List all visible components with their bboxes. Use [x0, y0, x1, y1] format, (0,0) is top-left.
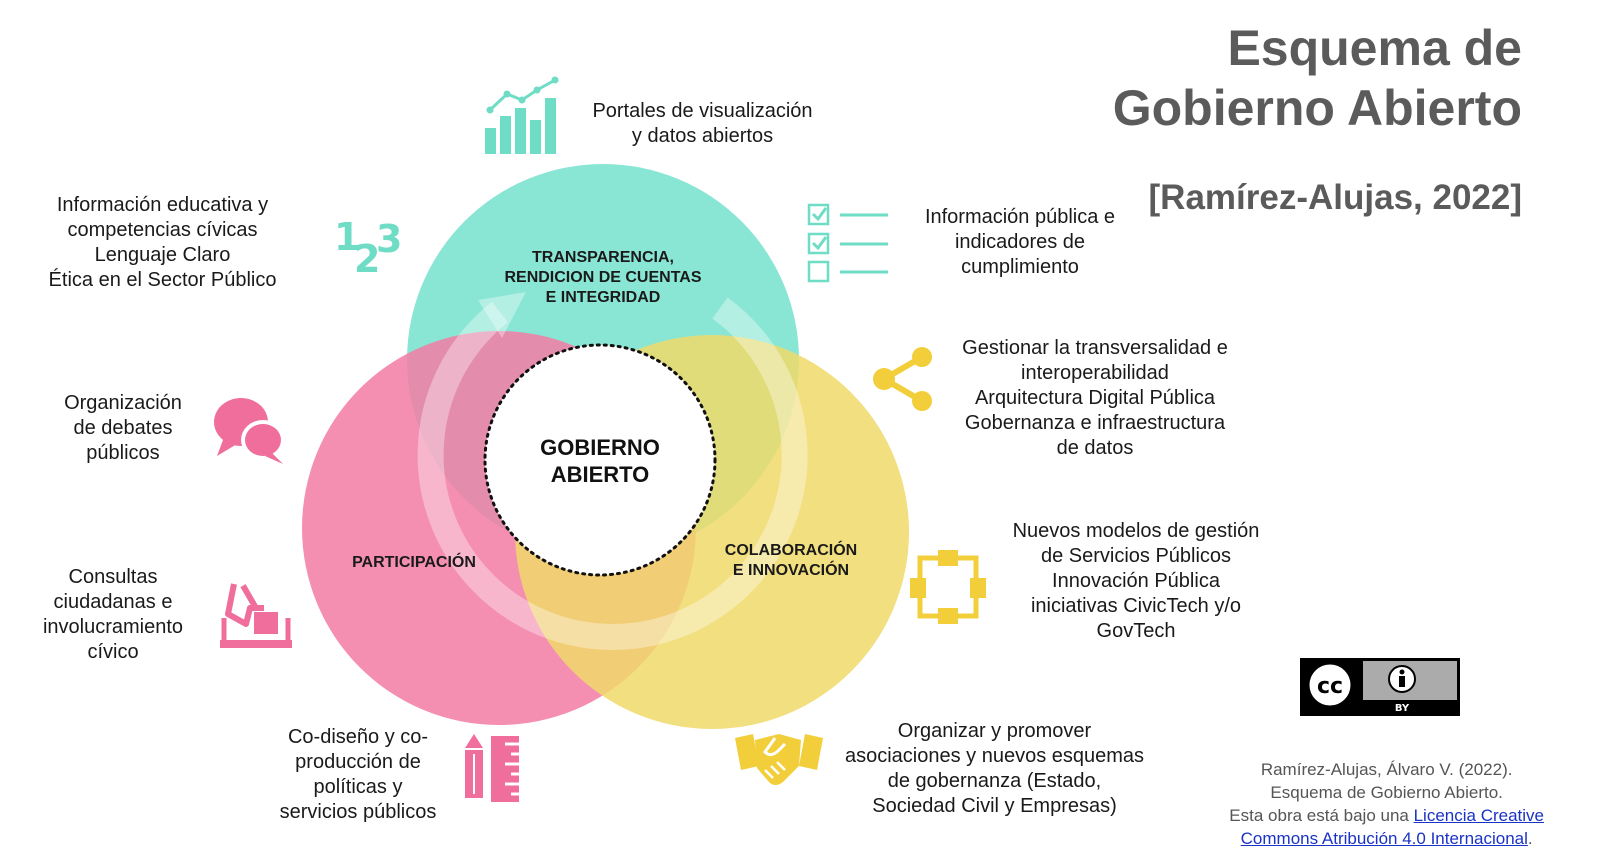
credit-line-4: Commons Atribución 4.0 Internacional.: [1240, 829, 1533, 848]
participation-label: PARTICIPACIÓN: [352, 554, 476, 571]
license-link-part-1[interactable]: Licencia Creative: [1413, 806, 1544, 825]
label-debates: Organización de debates públicos: [64, 392, 182, 464]
workflow-icon: [910, 550, 986, 624]
credit-line-2: Esquema de Gobierno Abierto.: [1270, 783, 1503, 802]
checklist-icon: [807, 203, 888, 283]
numbers-123-icon: 1 2 3: [334, 215, 402, 281]
svg-text:3: 3: [376, 217, 402, 261]
cycle-arrow-ring: [417, 297, 808, 650]
cc-icon: [1306, 661, 1354, 709]
svg-text:2: 2: [354, 237, 380, 281]
share-icon: [873, 347, 932, 411]
bar-chart-icon: [485, 76, 559, 154]
license-link-part-2[interactable]: Commons Atribución 4.0 Internacional: [1240, 829, 1528, 848]
cycle-arrow-head: [478, 292, 526, 338]
label-codiseno: Co-diseño y co- producción de políticas …: [279, 726, 437, 823]
credit-block: Ramírez-Alujas, Álvaro V. (2022). Esquem…: [1229, 758, 1544, 850]
center-label: GOBIERNO ABIERTO: [540, 435, 660, 487]
citation: [Ramírez-Alujas, 2022]: [1148, 178, 1522, 217]
label-educativa: Información educativa y competencias cív…: [48, 194, 277, 291]
page-title: Esquema de Gobierno Abierto: [1113, 18, 1522, 138]
credit-line-1: Ramírez-Alujas, Álvaro V. (2022).: [1260, 760, 1513, 779]
label-portales: Portales de visualización y datos abiert…: [592, 100, 813, 147]
cc-text: cc: [1317, 674, 1343, 699]
title-line-1: Esquema de: [1227, 20, 1522, 76]
label-consultas: Consultas ciudadanas e involucramiento c…: [42, 566, 184, 663]
title-line-2: Gobierno Abierto: [1112, 80, 1522, 136]
cc-by-license-badge[interactable]: cc BY: [1300, 658, 1460, 716]
handshake-icon: [735, 734, 823, 785]
label-info-publica: Información pública e indicadores de cum…: [924, 206, 1116, 278]
chat-bubbles-icon: [214, 398, 285, 464]
credit-line-3: Esta obra está bajo una Licencia Creativ…: [1229, 806, 1544, 825]
center-circle: [483, 343, 717, 577]
collaboration-label: COLABORACIÓN E INNOVACIÓN: [724, 542, 858, 579]
pencil-ruler-icon: [465, 734, 519, 802]
svg-text:1: 1: [334, 215, 360, 259]
label-nuevos-modelos: Nuevos modelos de gestión de Servicios P…: [1012, 520, 1260, 642]
transparency-label: TRANSPARENCIA, RENDICION DE CUENTAS E IN…: [504, 249, 702, 306]
label-transversalidad: Gestionar la transversalidad e interoper…: [962, 337, 1228, 459]
by-text: BY: [1395, 703, 1410, 714]
label-asociaciones: Organizar y promover asociaciones y nuev…: [844, 720, 1145, 817]
ballot-box-icon: [220, 583, 292, 648]
